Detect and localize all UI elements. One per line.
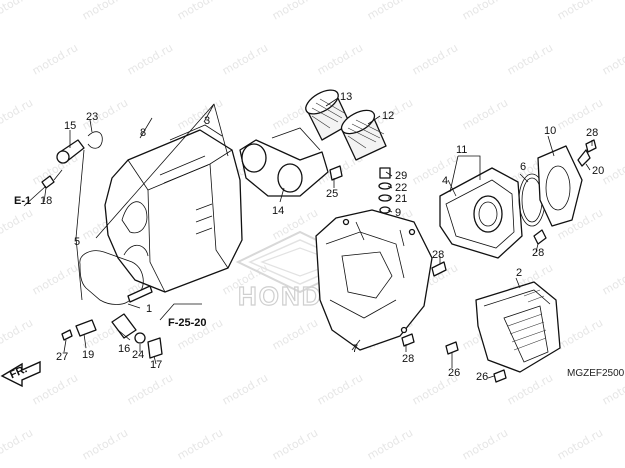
watermark-text-49: motod.ru (30, 371, 80, 407)
callout-c12: 12 (382, 110, 394, 122)
screws (401, 139, 597, 383)
watermark-text-52: motod.ru (315, 371, 365, 407)
watermark-text-3: motod.ru (270, 0, 320, 23)
callout-c13: 13 (340, 91, 352, 103)
callout-c28b: 28 (532, 247, 544, 259)
watermark-text-41: motod.ru (600, 261, 625, 297)
drain-tube (41, 131, 103, 189)
callout-c6: 6 (520, 161, 526, 173)
watermark-text-11: motod.ru (410, 41, 460, 77)
callout-c27: 27 (56, 351, 68, 363)
callout-c26b: 26 (476, 371, 488, 383)
callout-c14: 14 (272, 205, 284, 217)
watermark-text-12: motod.ru (505, 41, 555, 77)
watermark-text-7: motod.ru (30, 41, 80, 77)
ref-label-e1: E-1 (14, 195, 31, 207)
watermark-text-48: motod.ru (555, 316, 605, 352)
front-arrow: FR. (0, 360, 41, 388)
callout-c28d: 28 (586, 127, 598, 139)
callout-c18: 18 (40, 195, 52, 207)
watermark-text-54: motod.ru (505, 371, 555, 407)
watermark-text-10: motod.ru (315, 41, 365, 77)
air-box-upper-case (315, 209, 433, 351)
callout-c5: 5 (74, 236, 80, 248)
callout-c21: 21 (395, 193, 407, 205)
callout-c23: 23 (86, 111, 98, 123)
callout-c24: 24 (132, 349, 144, 361)
callout-c1: 1 (146, 303, 152, 315)
watermark-text-19: motod.ru (460, 96, 510, 132)
watermark-text-35: motod.ru (30, 261, 80, 297)
callout-c16: 16 (118, 343, 130, 355)
watermark-text-8: motod.ru (125, 41, 175, 77)
air-filter-element (475, 281, 561, 373)
watermark-text-58: motod.ru (175, 426, 225, 462)
watermark-text-61: motod.ru (460, 426, 510, 462)
watermark-text-60: motod.ru (365, 426, 415, 462)
watermark-text-9: motod.ru (220, 41, 270, 77)
callout-c4: 4 (442, 175, 448, 187)
callout-c11: 11 (456, 144, 467, 156)
callout-c29: 29 (395, 170, 407, 182)
watermark-text-28: motod.ru (0, 206, 35, 242)
diagram-code: MGZEF2500 (567, 368, 625, 379)
callout-c10: 10 (544, 125, 556, 137)
callout-c2: 2 (516, 267, 522, 279)
callout-c17: 17 (150, 359, 162, 371)
watermark-text-50: motod.ru (125, 371, 175, 407)
ref-label-f2520: F-25-20 (168, 317, 207, 329)
callout-labels: 1234567891011121314151617181920212223242… (40, 91, 604, 383)
watermark-text-42: motod.ru (0, 316, 35, 352)
callout-c15: 15 (64, 120, 76, 132)
callout-c22: 22 (395, 182, 407, 194)
watermark-text-51: motod.ru (220, 371, 270, 407)
small-fittings (61, 285, 163, 359)
watermark-text-4: motod.ru (365, 0, 415, 23)
leader-lines (23, 97, 593, 379)
callout-c25: 25 (326, 188, 338, 200)
fastener-stack (329, 165, 392, 214)
watermark-text-1: motod.ru (80, 0, 130, 23)
callout-c19: 19 (82, 349, 94, 361)
watermark-text-57: motod.ru (80, 426, 130, 462)
watermark-text-13: motod.ru (600, 41, 625, 77)
callout-c8: 8 (140, 127, 146, 139)
callout-c7: 7 (352, 343, 358, 355)
watermark-text-6: motod.ru (555, 0, 605, 23)
callout-c20: 20 (592, 165, 604, 177)
watermark-text-56: motod.ru (0, 426, 35, 462)
callout-c26a: 26 (448, 367, 460, 379)
adaptor-housing (439, 167, 523, 259)
watermark-text-5: motod.ru (460, 0, 510, 23)
callout-c28c: 28 (402, 353, 414, 365)
callout-c9: 9 (395, 207, 401, 219)
watermark-text-25: motod.ru (410, 151, 460, 187)
watermark-text-0: motod.ru (0, 0, 35, 23)
watermark-text-14: motod.ru (0, 96, 35, 132)
seal-and-cover (518, 145, 591, 227)
air-box-lower-case (104, 124, 243, 293)
watermark-text-45: motod.ru (270, 316, 320, 352)
callout-c28a: 28 (432, 249, 444, 261)
watermark-text-59: motod.ru (270, 426, 320, 462)
watermark-text-62: motod.ru (555, 426, 605, 462)
callout-c3: 3 (204, 115, 210, 127)
intake-funnels (239, 89, 387, 197)
watermark-text-2: motod.ru (175, 0, 225, 23)
